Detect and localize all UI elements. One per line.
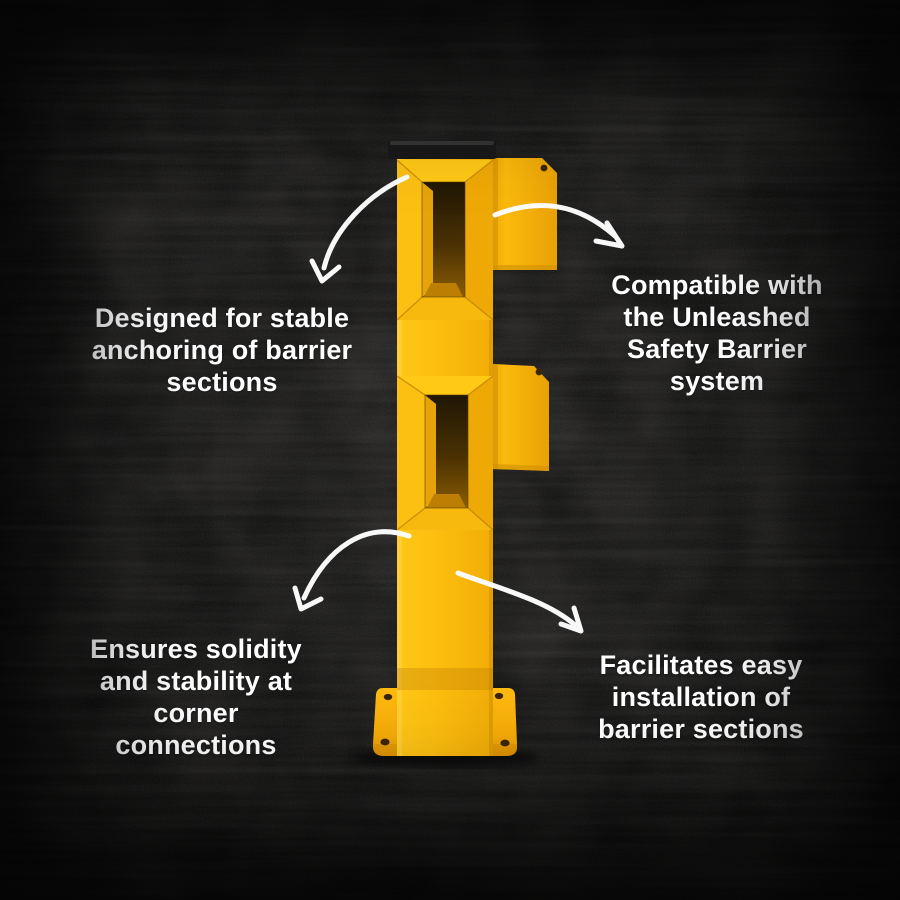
caption-top-left: Designed for stable anchoring of barrier… [91,303,353,397]
rail-pocket-bottom [396,375,494,531]
caption-top-right: Compatible with the Unleashed Safety Bar… [611,270,823,396]
curved-arrow-icon-top-left [309,174,410,284]
top-cap [388,141,496,159]
bolt-hole [380,738,390,746]
bracket-bolt-hole [535,368,543,376]
bracket-bolt-hole [540,164,548,172]
curved-arrow-icon-bottom-left [292,529,412,612]
bolt-hole [494,692,504,700]
curved-arrow-icon-bottom-right [455,570,584,634]
bolt-hole [383,693,393,701]
bolt-hole [500,739,510,747]
rail-pocket-top [396,159,494,321]
side-bracket-bottom [493,364,549,471]
caption-bottom-left: Ensures solidity and stability at corner… [90,634,302,760]
curved-arrow-icon-top-right [492,203,625,249]
caption-bottom-right: Facilitates easy installation of barrier… [598,650,804,744]
